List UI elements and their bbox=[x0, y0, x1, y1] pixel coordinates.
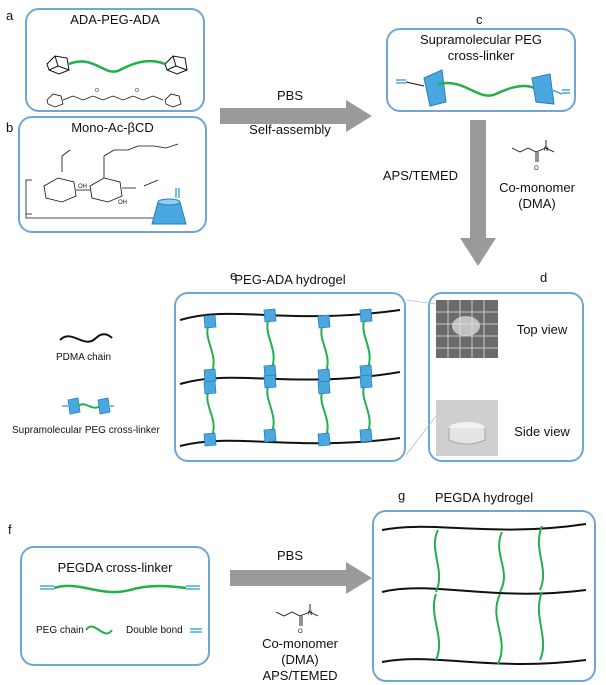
cyclodextrin-ring bbox=[359, 308, 373, 323]
top-view-photo bbox=[436, 300, 498, 358]
side-view-photo bbox=[436, 400, 498, 456]
svg-text:OH: OH bbox=[78, 184, 87, 190]
mono-ac-bcd-structure: OH OH bbox=[25, 143, 187, 225]
double-bond-label: Double bond bbox=[126, 625, 183, 636]
panel-f-letter: f bbox=[8, 522, 12, 537]
supramolecular-crosslinker-schematic bbox=[396, 69, 570, 107]
arrow-fg-dma: (DMA) bbox=[281, 652, 319, 667]
cyclodextrin-ring bbox=[203, 368, 217, 383]
crosslinker-icon bbox=[62, 397, 114, 415]
svg-text:O: O bbox=[298, 629, 303, 635]
pegda-crosslinker-schematic bbox=[40, 584, 202, 635]
panel-e-title: PEG-ADA hydrogel bbox=[234, 272, 346, 287]
pegda-chain-top bbox=[381, 523, 587, 531]
panel-g bbox=[372, 510, 596, 682]
dma-structure-top: O N bbox=[511, 140, 555, 172]
arrow-ab-pbs: PBS bbox=[276, 88, 303, 103]
cyclodextrin-ring bbox=[359, 428, 373, 443]
cyclodextrin-ring bbox=[317, 314, 331, 329]
panel-g-title: PEGDA hydrogel bbox=[434, 490, 534, 505]
arrow-cd-aps-temed: APS/TEMED bbox=[382, 168, 458, 183]
cyclodextrin-ring bbox=[317, 380, 331, 395]
panel-b-letter: b bbox=[6, 120, 14, 135]
arrow-ab-to-c bbox=[220, 100, 372, 132]
cyclodextrin-ring bbox=[317, 368, 331, 383]
peg-chain-label: PEG chain bbox=[36, 625, 84, 636]
svg-text:O: O bbox=[534, 166, 539, 172]
top-view-label: Top view bbox=[516, 322, 568, 337]
panel-a-letter: a bbox=[6, 8, 14, 23]
pegda-hydrogel-network bbox=[381, 523, 587, 665]
arrow-c-to-d bbox=[460, 120, 496, 266]
cyclodextrin-ring bbox=[263, 428, 277, 443]
arrow-f-to-g bbox=[230, 562, 372, 594]
panel-c bbox=[386, 28, 576, 112]
cyclodextrin-ring bbox=[359, 364, 373, 379]
cyclodextrin-ring bbox=[263, 364, 277, 379]
pdma-chain-icon bbox=[59, 333, 113, 343]
arrow-fg-comonomer: Co-monomer bbox=[262, 636, 338, 651]
arrow-fg-aps-temed: APS/TEMED bbox=[262, 668, 338, 683]
arrow-fg-pbs: PBS bbox=[276, 548, 303, 563]
svg-text:OH: OH bbox=[118, 200, 127, 206]
cyclodextrin-ring bbox=[317, 432, 331, 447]
panel-a-title: ADA-PEG-ADA bbox=[70, 12, 160, 27]
panel-e-letter: e bbox=[230, 268, 238, 283]
svg-text:O: O bbox=[135, 88, 139, 94]
arrow-cd-dma: (DMA) bbox=[518, 196, 556, 211]
peg-ada-hydrogel-network bbox=[179, 308, 401, 447]
side-view-label: Side view bbox=[514, 424, 570, 439]
cyclodextrin-ring bbox=[203, 380, 217, 395]
legend-pdma-label: PDMA chain bbox=[56, 352, 112, 363]
svg-text:N: N bbox=[308, 611, 312, 617]
panel-b-title: Mono-Ac-βCD bbox=[71, 120, 154, 135]
cyclodextrin-ring bbox=[203, 432, 217, 447]
cyclodextrin-ring bbox=[263, 374, 277, 389]
pegda-chain-bottom bbox=[381, 658, 587, 665]
panel-c-title-line1: Supramolecular PEG bbox=[419, 32, 543, 47]
arrow-cd-comonomer: Co-monomer bbox=[499, 180, 575, 195]
ada-peg-ada-schematic: O O bbox=[46, 55, 188, 108]
cyclodextrin-ring bbox=[203, 314, 217, 329]
svg-text:O: O bbox=[95, 88, 99, 94]
panel-g-letter: g bbox=[398, 488, 406, 503]
arrow-ab-self-assembly: Self-assembly bbox=[249, 122, 331, 137]
panel-f bbox=[20, 546, 210, 666]
pegda-chain-middle bbox=[381, 587, 587, 595]
cyclodextrin-ring bbox=[263, 308, 277, 323]
panel-c-letter: c bbox=[476, 12, 483, 27]
panel-c-title-line2: cross-linker bbox=[447, 48, 515, 63]
panel-f-title: PEGDA cross-linker bbox=[57, 560, 173, 575]
dma-structure-bottom: O N bbox=[275, 604, 319, 635]
svg-text:N: N bbox=[544, 147, 548, 153]
legend-crosslinker-label: Supramolecular PEG cross-linker bbox=[12, 425, 160, 436]
cyclodextrin-ring bbox=[359, 374, 373, 389]
panel-d-letter: d bbox=[540, 270, 548, 285]
